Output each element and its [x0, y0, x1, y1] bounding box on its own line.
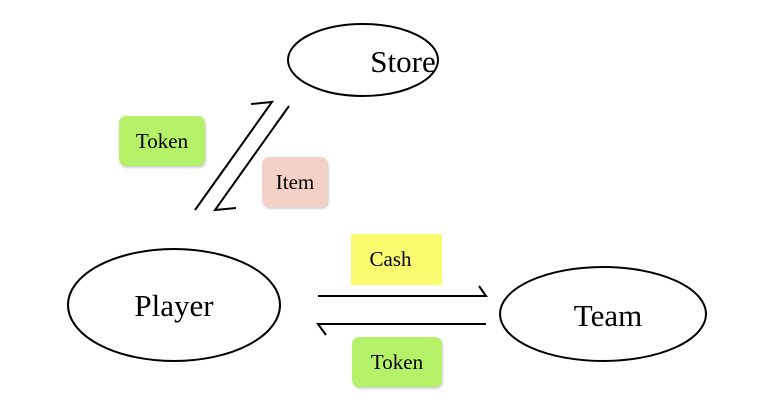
team-node: Team — [499, 266, 707, 362]
token-tag-team: Token — [352, 337, 442, 387]
arrow-team-to-player — [316, 323, 486, 336]
player-label: Player — [134, 288, 214, 323]
team-label: Team — [574, 298, 642, 333]
player-node: Player — [67, 248, 281, 362]
store-label: Store — [370, 44, 435, 79]
token-tag-store: Token — [119, 116, 205, 166]
arrow-store-to-player — [212, 105, 290, 212]
arrow-player-to-store — [194, 100, 275, 211]
store-node: Store — [287, 23, 439, 97]
arrow-player-to-team — [318, 285, 488, 297]
item-tag: Item — [262, 157, 328, 207]
team-ellipse — [499, 266, 707, 362]
store-ellipse — [287, 23, 439, 97]
player-ellipse — [67, 248, 281, 362]
cash-tag: Cash — [351, 234, 442, 285]
